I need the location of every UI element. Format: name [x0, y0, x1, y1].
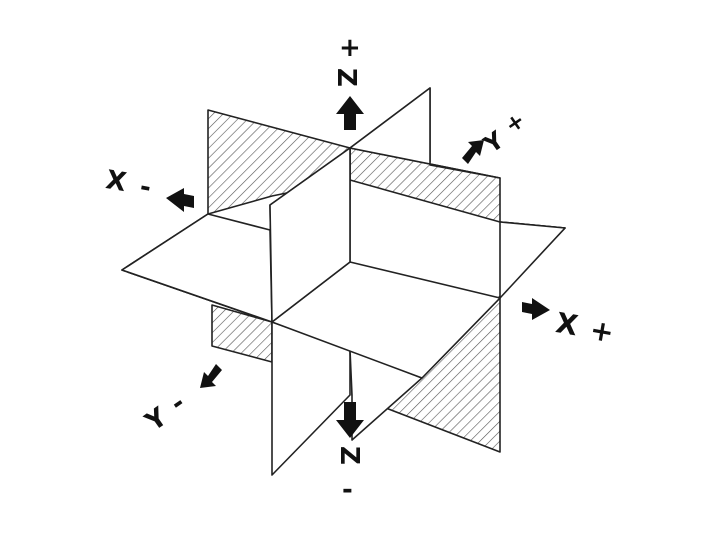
left-arrow-icon: [166, 188, 194, 212]
z-plus-sign: +: [339, 33, 361, 63]
xy-plane-left-surface: [121, 213, 273, 323]
xz-plane-front-upper: [269, 147, 351, 323]
y-plus-sign: +: [501, 108, 530, 139]
z-plus-label: Z: [331, 68, 361, 87]
down-arrow-icon: [336, 402, 364, 438]
z-minus-sign: -: [342, 475, 353, 505]
y-minus-sign: -: [165, 388, 191, 419]
up-arrow-icon: [336, 96, 364, 130]
y-plus-label: Y: [478, 126, 510, 160]
x-minus-label: X: [104, 165, 129, 198]
x-minus-sign: -: [138, 172, 154, 203]
diagonal-down-arrow-icon: [200, 364, 222, 388]
diagonal-up-arrow-icon: [462, 140, 484, 164]
xy-plane-right-wing: [499, 221, 566, 299]
x-plus-label: X: [553, 306, 580, 342]
y-minus-label: Y: [140, 402, 174, 439]
right-arrow-icon: [522, 298, 550, 320]
yz-plane-back-top-fill: [349, 87, 501, 179]
x-plus-sign: +: [588, 313, 617, 350]
z-minus-label: Z: [334, 446, 364, 465]
